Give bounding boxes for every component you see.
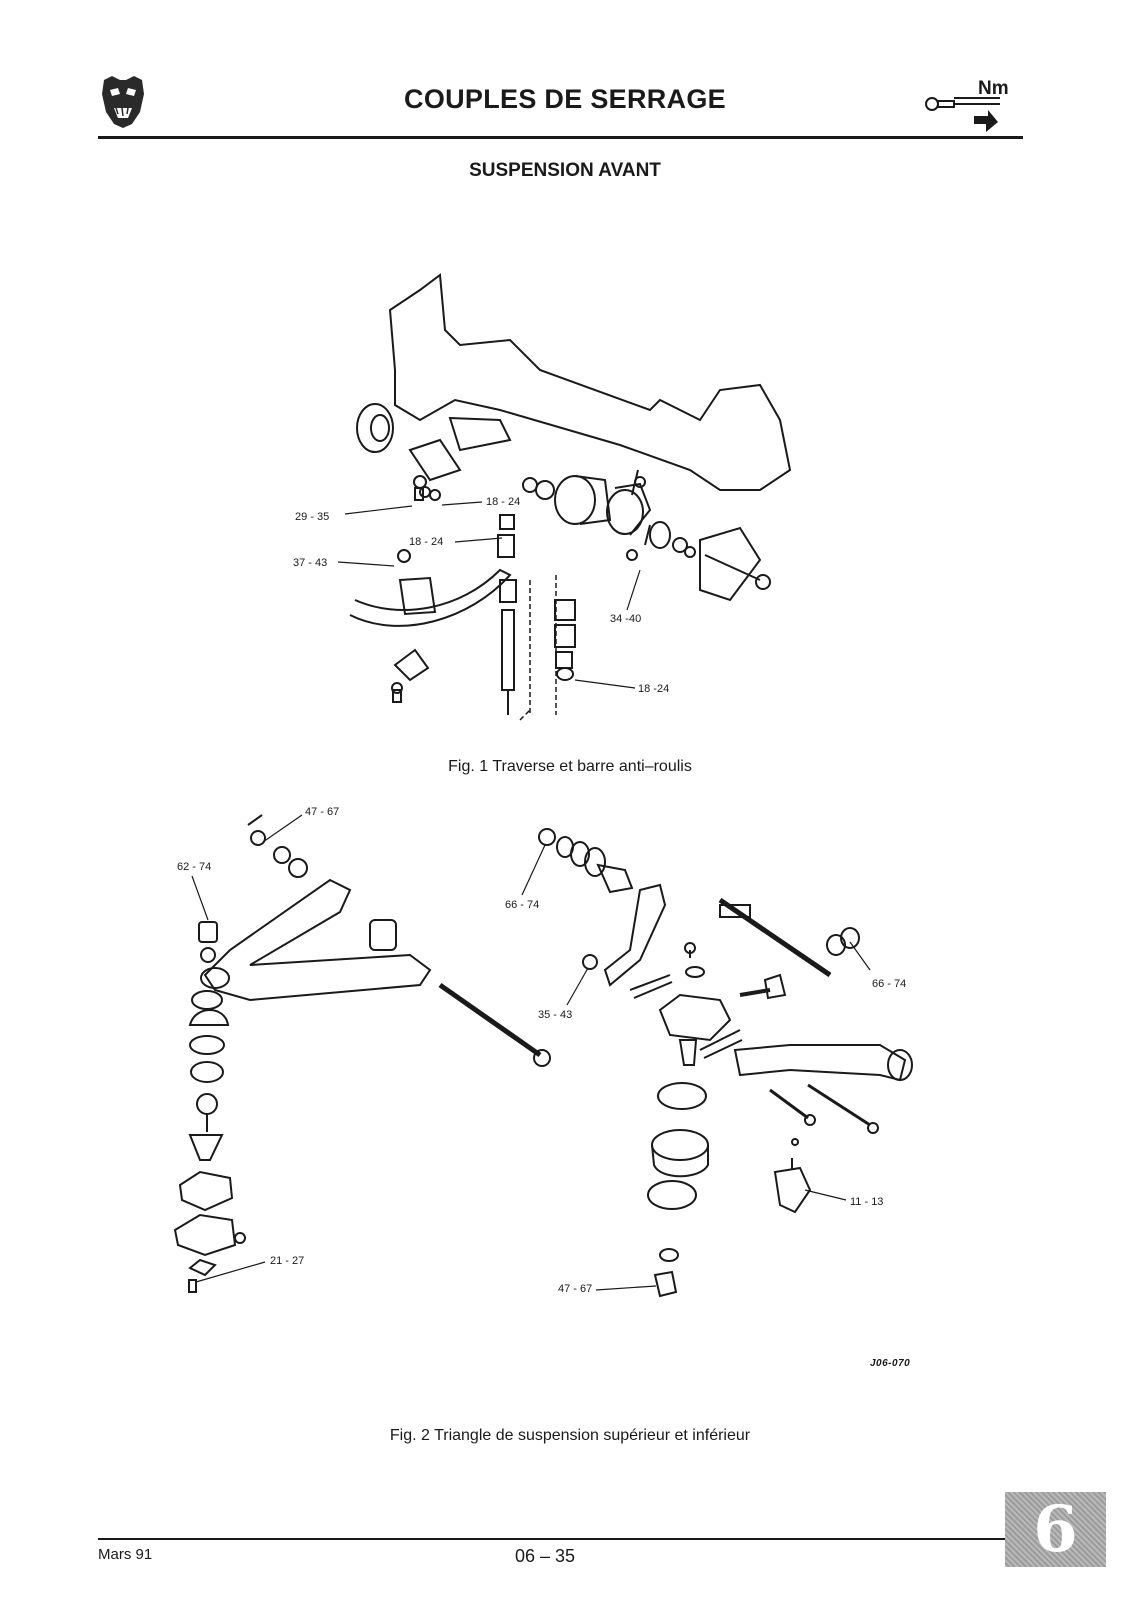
fig1-label: 34 -40 — [610, 613, 641, 625]
figure1-caption: Fig. 1 Traverse et barre anti–roulis — [448, 758, 692, 775]
jaguar-head-icon — [102, 76, 144, 128]
fig1-label: 18 - 24 — [486, 496, 520, 508]
figure2-drawing — [173, 814, 913, 1298]
brand-logo — [98, 74, 148, 130]
fig2-label: 66 - 74 — [505, 899, 539, 911]
figure2-labels: 47 - 67 62 - 74 66 - 74 35 - 43 66 - 74 … — [177, 806, 906, 1295]
fig2-label: 62 - 74 — [177, 861, 211, 873]
fig1-label: 18 -24 — [638, 683, 669, 695]
figure1-drawing — [349, 273, 792, 721]
fig2-label: 66 - 74 — [872, 978, 906, 990]
figure-reference-code: J06-070 — [870, 1358, 911, 1369]
figure2-leaders — [191, 814, 871, 1291]
section-tab — [1005, 1492, 1106, 1567]
torque-unit-label: Nm — [978, 78, 1009, 99]
figure1-labels: 29 - 35 18 - 24 18 - 24 37 - 43 34 -40 1… — [293, 496, 669, 695]
page-title: COUPLES DE SERRAGE — [404, 84, 726, 114]
footer-rule — [98, 1538, 1058, 1540]
fig1-label: 29 - 35 — [295, 511, 329, 523]
fig2-label: 35 - 43 — [538, 1009, 572, 1021]
footer-date: Mars 91 — [98, 1546, 153, 1563]
figure2-caption: Fig. 2 Triangle de suspension supérieur … — [389, 1427, 751, 1444]
fig2-label: 47 - 67 — [305, 806, 339, 818]
fig1-label: 37 - 43 — [293, 557, 327, 569]
page-number: 06 – 35 — [515, 1546, 576, 1566]
section-tab-number: 6 — [1033, 1492, 1078, 1567]
fig2-label: 11 - 13 — [850, 1196, 883, 1208]
fig2-label: 21 - 27 — [270, 1255, 304, 1267]
torque-wrench-icon — [922, 92, 1002, 132]
fig1-label: 18 - 24 — [409, 536, 443, 548]
section-subtitle: SUSPENSION AVANT — [469, 160, 661, 181]
fig2-label: 47 - 67 — [558, 1283, 592, 1295]
figure1-leaders — [337, 501, 641, 689]
header-rule — [98, 136, 1023, 139]
